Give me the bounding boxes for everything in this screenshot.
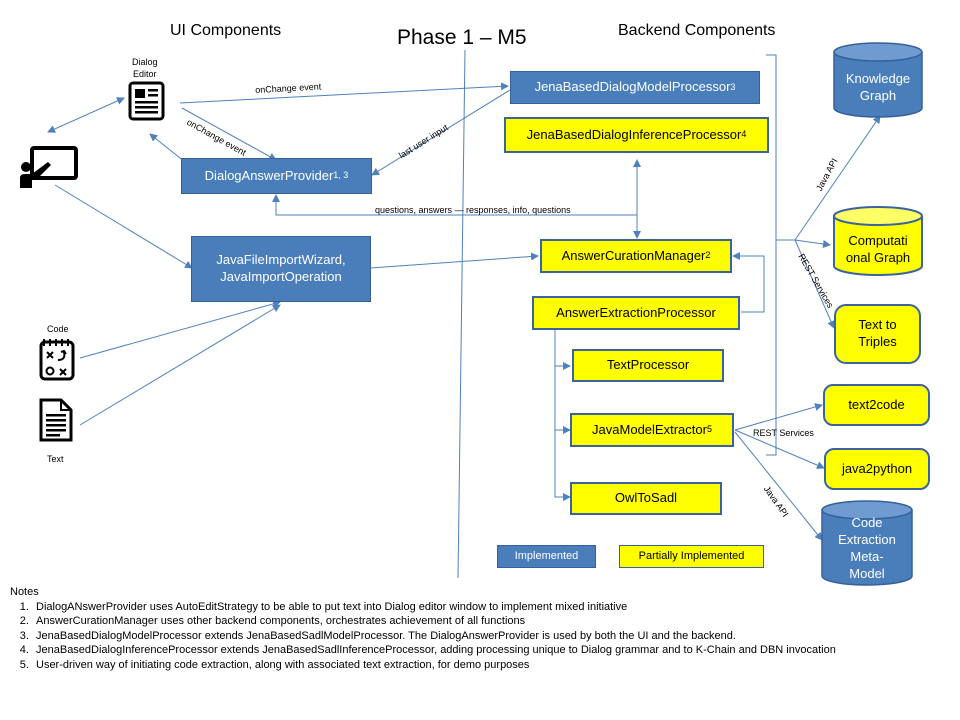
code-document-icon[interactable] [38, 338, 76, 382]
code-extraction-metamodel-label: Code Extraction Meta- Model [820, 514, 914, 582]
code-extraction-label-line2: Extraction [838, 532, 896, 547]
computational-graph-label: Computati onal Graph [832, 232, 924, 266]
text2code-box[interactable]: text2code [823, 384, 930, 426]
code-extraction-label-line4: Model [849, 566, 885, 581]
notes-section: Notes DialogANswerProvider uses AutoEdit… [10, 585, 836, 672]
text-label: Text [47, 454, 64, 464]
text-processor-box[interactable]: TextProcessor [572, 349, 724, 382]
java2python-box[interactable]: java2python [824, 448, 930, 490]
note-item: JenaBasedDialogInferenceProcessor extend… [32, 643, 836, 658]
edge-java-api-meta [734, 431, 823, 541]
inference-processor-sup: 4 [741, 129, 747, 140]
edge-extraction-vertical [554, 328, 571, 501]
edge-wizard-curation [370, 252, 539, 269]
dialog-answer-provider-sup: 1, 3 [333, 170, 349, 181]
code-extraction-label-line1: Code [851, 515, 883, 530]
text2code-label: text2code [848, 396, 905, 412]
computational-graph-label-line2: onal Graph [845, 250, 911, 265]
edge-questions [272, 194, 637, 216]
knowledge-graph-label-line2: Graph [859, 88, 897, 103]
java-model-extractor-label: JavaModelExtractor [592, 421, 707, 437]
extraction-processor-box[interactable]: AnswerExtractionProcessor [532, 296, 740, 330]
legend-implemented-label: Implemented [514, 550, 579, 563]
text-to-triples-box[interactable]: Text to Triples [834, 304, 921, 364]
computational-graph-cylinder[interactable] [832, 206, 924, 278]
java2python-label: java2python [841, 460, 913, 476]
java-import-wizard-box[interactable]: JavaFileImportWizard, JavaImportOperatio… [191, 236, 371, 302]
owl-to-sadl-box[interactable]: OwlToSadl [570, 482, 722, 515]
dialog-answer-provider-label: DialogAnswerProvider [204, 167, 334, 183]
extraction-processor-label: AnswerExtractionProcessor [556, 304, 716, 320]
dialog-editor-label: Dialog Editor [132, 56, 158, 80]
text-processor-label: TextProcessor [606, 357, 690, 373]
edge-onchange-top [179, 82, 509, 104]
edge-code-wizard [79, 300, 281, 359]
computational-graph-label-line1: Computati [848, 233, 908, 248]
backend-components-header: Backend Components [618, 22, 776, 39]
edge-dap-editor [149, 133, 186, 163]
edge-presenter-editor [47, 97, 125, 133]
dialog-editor-label-line1: Dialog [132, 57, 158, 67]
curation-manager-label: AnswerCurationManager [561, 247, 706, 263]
knowledge-graph-label: Knowledge Graph [832, 70, 924, 104]
legend-partially-implemented: Partially Implemented [619, 545, 764, 568]
model-processor-sup: 3 [730, 81, 736, 92]
phase-divider [457, 49, 466, 579]
model-processor-label: JenaBasedDialogModelProcessor [534, 79, 731, 95]
knowledge-graph-label-line1: Knowledge [845, 71, 911, 86]
edge-onchange-diag [181, 107, 277, 161]
code-extraction-label-line3: Meta- [850, 549, 884, 564]
note-item: AnswerCurationManager uses other backend… [32, 614, 836, 629]
edge-label-rest-services-bottom: REST Services [753, 428, 814, 438]
dialog-editor-label-line2: Editor [133, 69, 157, 79]
edge-label-questions: questions, answers — responses, info, qu… [375, 205, 571, 215]
edge-comp-graph [794, 239, 831, 248]
backend-bracket [766, 54, 777, 456]
notes-title: Notes [10, 586, 39, 598]
owl-to-sadl-label: OwlToSadl [614, 490, 678, 506]
code-label: Code [47, 324, 69, 334]
curation-manager-sup: 2 [705, 250, 711, 261]
edge-rest-triples [794, 239, 835, 329]
presenter-icon[interactable] [18, 146, 80, 190]
phase-title: Phase 1 – M5 [397, 26, 527, 49]
edge-presenter-wizard [54, 184, 193, 269]
edge-java-api-kg [794, 115, 881, 241]
edge-rest-java2python [734, 429, 825, 469]
notes-list: DialogANswerProvider uses AutoEditStrate… [10, 600, 836, 673]
note-item: DialogANswerProvider uses AutoEditStrate… [32, 600, 836, 615]
newspaper-icon[interactable] [128, 80, 166, 122]
edge-curation-extraction [732, 252, 765, 313]
edge-rest-text2code [734, 403, 823, 431]
text-to-triples-label-line2: Triples [858, 334, 897, 349]
note-item: JenaBasedDialogModelProcessor extends Je… [32, 629, 836, 644]
knowledge-graph-cylinder[interactable] [832, 42, 924, 120]
code-extraction-metamodel-cylinder[interactable] [820, 500, 914, 588]
ui-components-header: UI Components [170, 22, 282, 39]
java-model-extractor-sup: 5 [706, 424, 712, 435]
legend-implemented: Implemented [497, 545, 596, 568]
java-import-wizard-label-line2: JavaImportOperation [220, 269, 342, 284]
text-document-icon[interactable] [38, 397, 74, 443]
inference-processor-label: JenaBasedDialogInferenceProcessor [526, 126, 742, 142]
java-import-wizard-label-line1: JavaFileImportWizard, [216, 252, 346, 268]
legend-partial-label: Partially Implemented [638, 550, 745, 563]
note-item: User-driven way of initiating code extra… [32, 658, 836, 673]
edge-last-user-input [371, 89, 511, 176]
edge-text-wizard [79, 304, 281, 426]
text-to-triples-label-line1: Text to [858, 317, 897, 333]
